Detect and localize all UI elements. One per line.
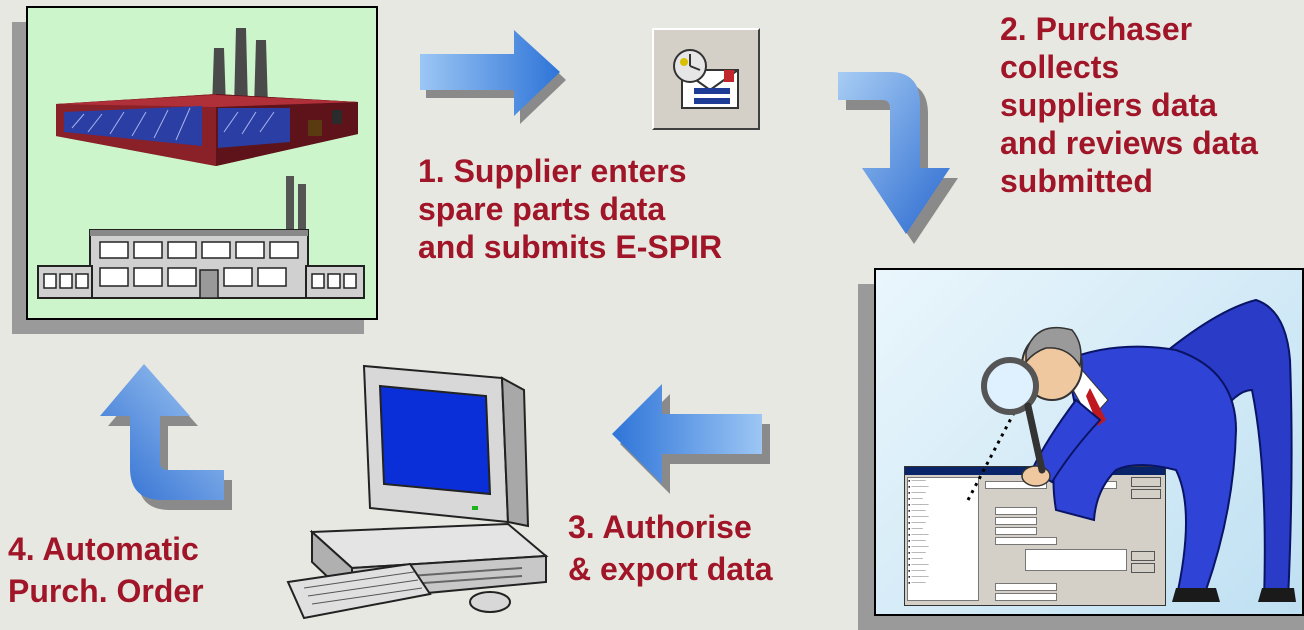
factory-illustration	[37, 28, 365, 299]
step-2-line-3: suppliers data	[1000, 87, 1217, 123]
arrow-right-icon	[420, 30, 566, 124]
step-2-line-1: 2. Purchaser	[1000, 11, 1193, 47]
step-4-line-2: Purch. Order	[8, 573, 204, 609]
inspector-illustration	[966, 298, 1296, 602]
step-1-line-2: spare parts data	[418, 191, 666, 227]
arrow-curved-down-icon	[838, 72, 958, 244]
computer-illustration	[286, 364, 549, 620]
step-2-line-2: collects	[1000, 49, 1120, 85]
step-3-label: 3. Authorise & export data	[568, 506, 772, 590]
step-1-line-1: 1. Supplier enters	[418, 153, 687, 189]
step-4-label: 4. Automatic Purch. Order	[8, 528, 204, 612]
arrow-curved-up-icon	[100, 364, 232, 510]
email-icon	[652, 28, 760, 130]
factory-panel	[26, 6, 378, 320]
step-4-line-1: 4. Automatic	[8, 531, 199, 567]
arrow-left-icon	[612, 384, 770, 494]
software-screenshot: ● ─────● ──────● ─────● ──── ● ──────● ─…	[904, 466, 1166, 606]
step-3-line-2: & export data	[568, 551, 773, 587]
review-panel: ● ─────● ──────● ─────● ──── ● ──────● ─…	[874, 268, 1304, 616]
step-2-line-5: submitted	[1000, 163, 1153, 199]
step-3-line-1: 3. Authorise	[568, 509, 752, 545]
step-1-line-3: and submits E-SPIR	[418, 229, 723, 265]
step-2-line-4: and reviews data	[1000, 125, 1258, 161]
step-1-label: 1. Supplier enters spare parts data and …	[418, 152, 722, 266]
step-2-label: 2. Purchaser collects suppliers data and…	[1000, 10, 1258, 200]
